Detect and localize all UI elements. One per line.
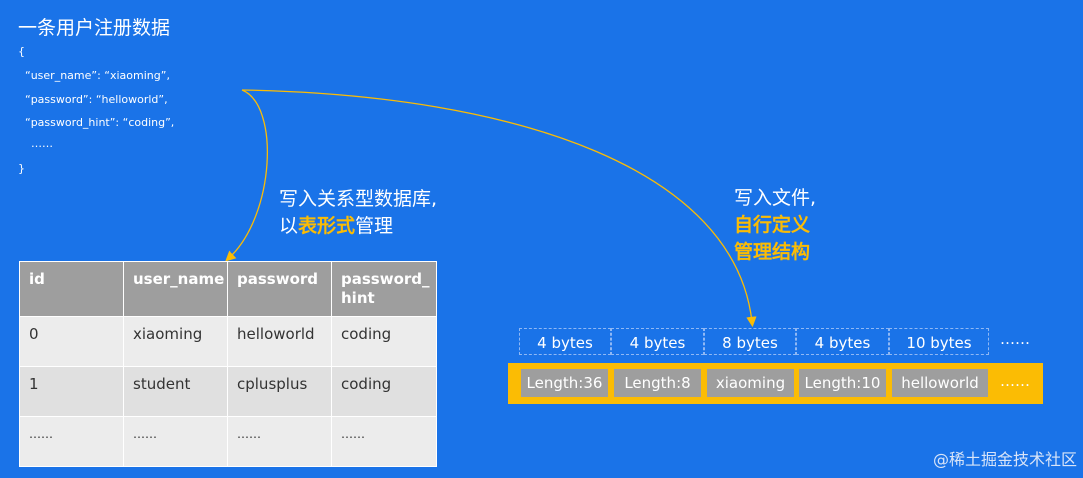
byte-size-more: ……: [1000, 330, 1030, 348]
note-relational-db: 写入关系型数据库, 以表形式管理: [279, 186, 437, 240]
arrow-to-file: [241, 89, 757, 328]
byte-size-cell: 4 bytes: [796, 328, 889, 355]
field-cell: helloworld: [892, 369, 988, 397]
table-row: 0 xiaoming helloworld coding: [19, 316, 437, 367]
table-header: id: [19, 261, 124, 317]
field-cell: Length:36: [521, 369, 608, 397]
byte-size-cell: 4 bytes: [611, 328, 704, 355]
table-cell: 0: [19, 316, 124, 367]
json-open-brace: {: [18, 45, 25, 58]
field-cell: xiaoming: [707, 369, 794, 397]
field-cell: Length:10: [799, 369, 886, 397]
note-file-line2: 自行定义: [734, 214, 811, 236]
table-cell: coding: [331, 366, 437, 417]
table-cell: 1: [19, 366, 124, 417]
note-highlight: 表形式: [298, 215, 356, 237]
table-cell: coding: [331, 316, 437, 367]
table-header: password: [227, 261, 332, 317]
json-close-brace: }: [18, 162, 25, 175]
note-suffix: 管理: [355, 215, 394, 237]
relational-table: id user_name password password_ hint 0 x…: [19, 261, 437, 467]
byte-size-cell: 8 bytes: [704, 328, 796, 355]
json-line: “password_hint”: “coding”,: [25, 116, 175, 129]
note-file-line1: 写入文件,: [734, 187, 817, 209]
note-file-line3: 管理结构: [734, 241, 811, 263]
table-cell: student: [123, 366, 228, 417]
field-cell: Length:8: [614, 369, 701, 397]
table-header: user_name: [123, 261, 228, 317]
watermark: @稀土掘金技术社区: [932, 450, 1077, 469]
json-line: “user_name”: “xiaoming”,: [25, 69, 170, 82]
byte-size-cell: 10 bytes: [889, 328, 989, 355]
field-more: ……: [1000, 372, 1030, 390]
note-relational-line2: 以表形式管理: [279, 213, 437, 240]
json-line: ……: [31, 137, 53, 150]
page-title: 一条用户注册数据: [18, 17, 171, 39]
json-line: “password”: “helloworld”,: [25, 93, 168, 106]
table-cell: cplusplus: [227, 366, 332, 417]
note-file: 写入文件, 自行定义 管理结构: [734, 185, 816, 266]
table-header-row: id user_name password password_ hint: [19, 261, 437, 317]
note-relational-line1: 写入关系型数据库,: [279, 188, 438, 210]
table-row: 1 student cplusplus coding: [19, 366, 437, 417]
byte-size-cell: 4 bytes: [519, 328, 611, 355]
table-cell: helloworld: [227, 316, 332, 367]
table-cell: xiaoming: [123, 316, 228, 367]
table-cell: ……: [19, 416, 124, 467]
table-header: password_ hint: [331, 261, 437, 317]
arrow-to-table: [225, 89, 268, 262]
note-prefix: 以: [279, 215, 299, 237]
table-row: …… …… …… ……: [19, 416, 437, 467]
file-record-band: Length:36 Length:8 xiaoming Length:10 he…: [508, 363, 1043, 404]
table-cell: ……: [227, 416, 332, 467]
table-cell: ……: [331, 416, 437, 467]
table-cell: ……: [123, 416, 228, 467]
